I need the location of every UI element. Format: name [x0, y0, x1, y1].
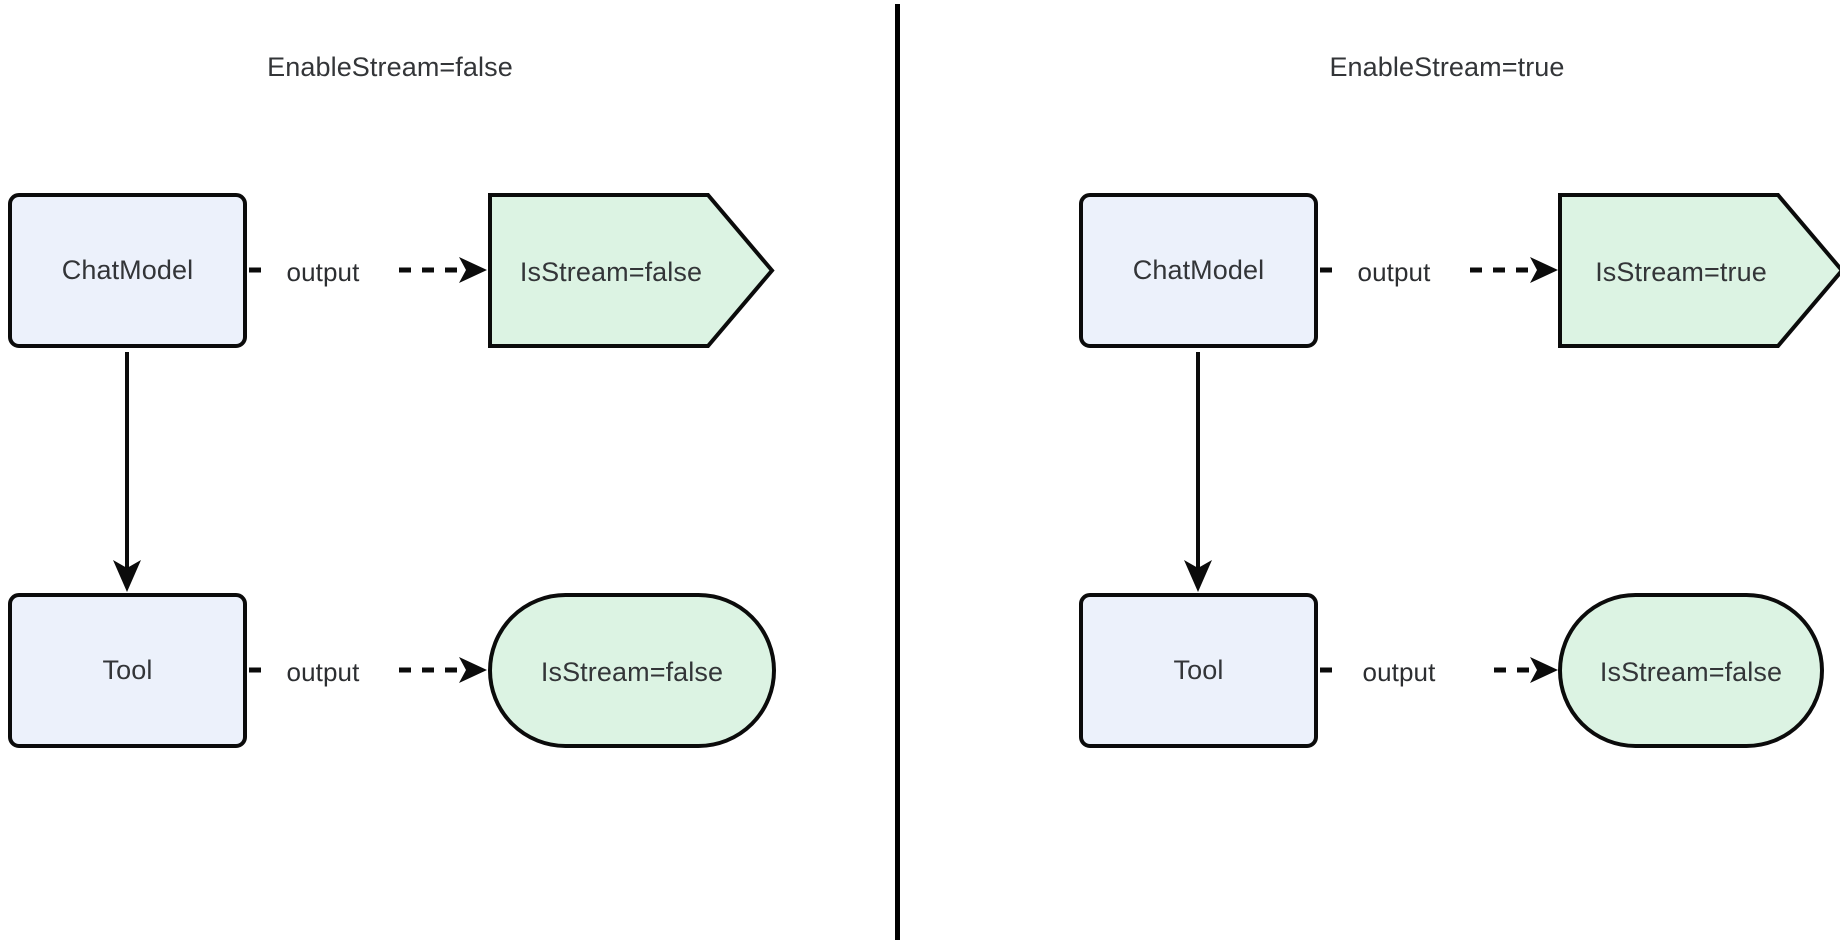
arrow-head-icon: [1184, 560, 1212, 592]
node-label-chatmodel-right: ChatModel: [1132, 255, 1265, 285]
node-tool-left[interactable]: Tool: [8, 593, 247, 748]
flag-shape: [1558, 193, 1840, 348]
edge-label-output-tool-right: output: [1338, 657, 1460, 688]
node-output-chatmodel-right[interactable]: [1556, 191, 1840, 350]
arrow-head-icon: [113, 560, 141, 592]
edge-chatmodel-to-tool-right: [1184, 352, 1212, 592]
panel-title-left: EnableStream=false: [267, 52, 513, 82]
stadium-shape: [1558, 593, 1824, 748]
node-chatmodel-left[interactable]: ChatModel: [8, 193, 247, 348]
arrow-head-icon: [459, 257, 487, 283]
node-output-tool-left[interactable]: [486, 591, 778, 750]
edge-chatmodel-to-tool-left: [113, 352, 141, 592]
node-chatmodel-right[interactable]: ChatModel: [1079, 193, 1318, 348]
node-output-tool-right[interactable]: [1556, 591, 1826, 750]
arrow-head-icon: [1530, 257, 1558, 283]
arrow-head-icon: [1530, 657, 1558, 683]
flag-shape: [488, 193, 775, 348]
arrow-head-icon: [459, 657, 487, 683]
node-tool-right[interactable]: Tool: [1079, 593, 1318, 748]
edge-label-output-chatmodel-right: output: [1333, 257, 1455, 288]
panel-divider: [895, 4, 900, 940]
node-label-chatmodel-left: ChatModel: [61, 255, 194, 285]
panel-title-right: EnableStream=true: [1329, 52, 1565, 82]
edge-label-output-chatmodel-left: output: [262, 257, 384, 288]
edge-label-output-tool-left: output: [262, 657, 384, 688]
node-label-tool-right: Tool: [1173, 655, 1224, 685]
node-output-chatmodel-left[interactable]: [486, 191, 778, 350]
stadium-shape: [488, 593, 776, 748]
node-label-tool-left: Tool: [102, 655, 153, 685]
